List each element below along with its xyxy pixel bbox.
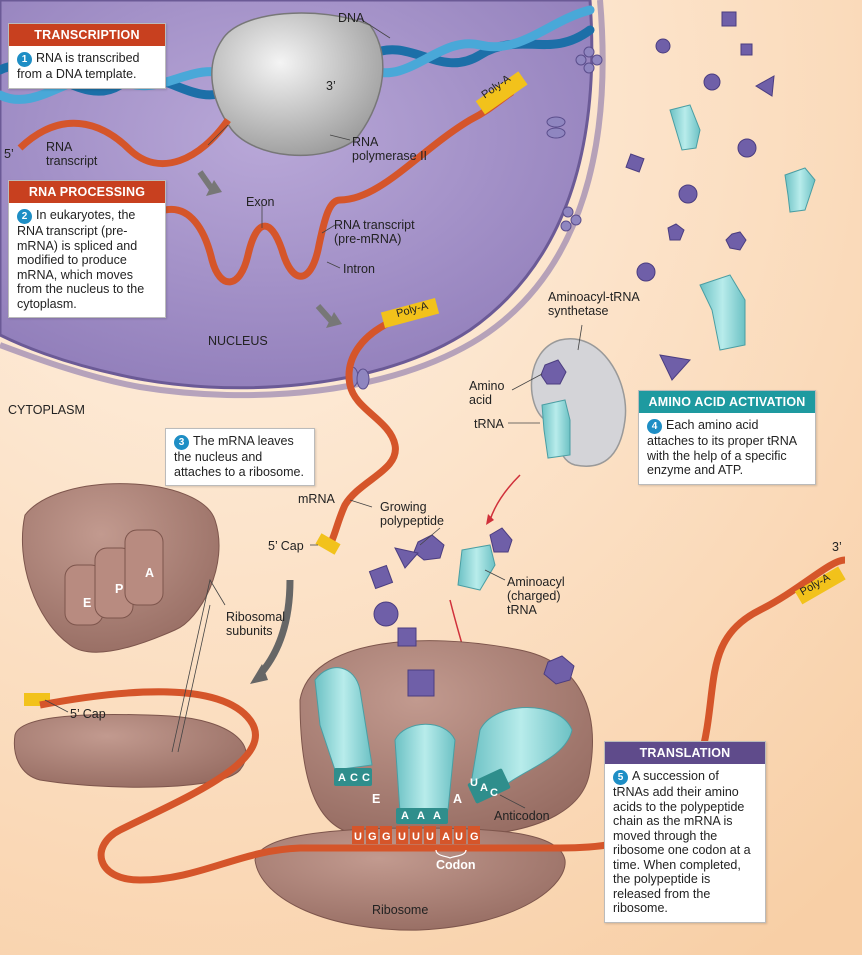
label-a-site: A (453, 792, 463, 806)
step-1-badge: 1 (17, 52, 32, 67)
step-2-badge: 2 (17, 209, 32, 224)
codon-6: U (426, 831, 434, 843)
label-intron: Intron (343, 262, 375, 276)
nuclear-envelope (0, 0, 606, 399)
label-p-site-left: P (115, 582, 124, 596)
free-trnas (457, 104, 816, 591)
poly-a-tail-right (794, 566, 846, 605)
label-codon: Codon (436, 858, 476, 872)
label-e-site-left: E (83, 596, 92, 610)
mrna-ribosome (39, 556, 846, 884)
anticodon-right-1: U (470, 777, 478, 789)
label-amino-acid: Amino acid (469, 379, 505, 407)
box-processing-title: RNA PROCESSING (9, 181, 165, 203)
pre-mrna-strand (164, 89, 514, 286)
label-5prime: 5’ (4, 147, 14, 161)
codon-9: G (470, 831, 479, 843)
label-aminoacyl-trna: Aminoacyl (charged) tRNA (507, 575, 565, 617)
codon-7: A (442, 831, 450, 843)
label-5cap-left: 5’ Cap (70, 707, 106, 721)
anticodon-mid-2: A (417, 810, 425, 822)
label-rna-polymerase: RNA polymerase II (352, 135, 428, 163)
anticodon-mid-3: A (433, 810, 441, 822)
label-e-site: E (372, 792, 381, 806)
codon-1: U (354, 831, 362, 843)
box-processing-text: In eukaryotes, the RNA transcript (pre-m… (17, 208, 145, 311)
ribosome-trnas (314, 667, 573, 813)
small-subunit (13, 713, 247, 788)
box-activation-text: Each amino acid attaches to its proper t… (647, 418, 797, 477)
label-nucleus: NUCLEUS (208, 334, 268, 348)
label-mrna: mRNA (298, 492, 335, 506)
red-arrow-1 (489, 474, 521, 521)
box-activation-title: AMINO ACID ACTIVATION (639, 391, 815, 413)
label-3prime-top: 3’ (326, 79, 336, 93)
rna-polymerase (211, 12, 384, 157)
box-translation-text: A succession of tRNAs add their amino ac… (613, 769, 751, 915)
five-cap-mid (315, 533, 341, 555)
box-leaves-text: The mRNA leaves the nucleus and attaches… (174, 434, 304, 479)
codon-5: U (412, 831, 420, 843)
box-translation-title: TRANSLATION (605, 742, 765, 764)
label-anticodon: Anticodon (494, 809, 550, 823)
poly-a-tail-mid (380, 298, 440, 328)
codon-bracket (435, 849, 467, 859)
label-pre-mrna: RNA transcript (pre-mRNA) (334, 218, 415, 246)
codon-3: G (382, 831, 391, 843)
anticodon-blocks (334, 768, 511, 824)
bound-amino-acid (540, 359, 567, 385)
step-3-badge: 3 (174, 435, 189, 450)
anticodon-left-3: C (362, 772, 370, 784)
codon-4: U (398, 831, 406, 843)
big-arrow (259, 579, 294, 675)
label-rna-transcript: RNA transcript (46, 140, 98, 168)
subunit-sites (64, 529, 164, 626)
label-dna: DNA (338, 11, 365, 25)
codon-2: G (368, 831, 377, 843)
nuclear-pores (345, 46, 603, 390)
label-trna: tRNA (474, 417, 504, 431)
label-5cap-mid: 5’ Cap (268, 539, 304, 553)
box-transcription-text: RNA is transcribed from a DNA template. (17, 51, 140, 81)
step-5-badge: 5 (613, 770, 628, 785)
anticodon-left-1: A (338, 772, 346, 784)
label-ribosomal-subunits: Ribosomal subunits (226, 610, 286, 638)
poly-a-tail-top (475, 71, 528, 115)
anticodon-left-2: C (350, 772, 358, 784)
anticodon-right-3: C (490, 787, 498, 799)
anticodon-mid-1: A (401, 810, 409, 822)
mrna-exiting (326, 316, 399, 547)
ribosome-small (254, 827, 566, 931)
free-amino-acids (625, 11, 775, 381)
step-4-badge: 4 (647, 419, 662, 434)
anticodon-right-2: A (480, 782, 488, 794)
codon-8: U (455, 831, 463, 843)
label-synthetase: Aminoacyl-tRNA synthetase (548, 290, 639, 318)
leader-lines (44, 19, 583, 809)
label-a-site-left: A (145, 566, 155, 580)
label-growing-polypeptide: Growing polypeptide (380, 500, 444, 528)
polypeptide-chain (368, 527, 575, 697)
box-transcription-title: TRANSCRIPTION (9, 24, 165, 46)
label-3prime-right: 3’ (832, 540, 842, 554)
rna-transcript-strand (17, 117, 231, 168)
label-ribosome: Ribosome (372, 903, 429, 917)
label-exon: Exon (246, 195, 275, 209)
codon-teeth (352, 826, 480, 844)
label-cytoplasm: CYTOPLASM (8, 403, 85, 417)
